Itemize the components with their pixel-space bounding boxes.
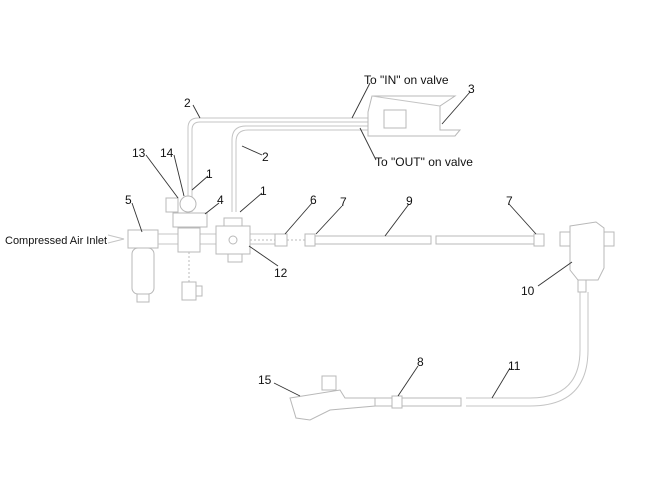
callout-13: 13 [132,146,146,160]
air-nozzle-body [559,221,615,293]
regulator [165,195,208,301]
callout-15: 15 [258,373,272,387]
note-to-out-valve: To "OUT" on valve [375,155,473,169]
leader-lines [131,82,573,399]
inlet-arrow-icon [107,234,125,244]
callout-8: 8 [417,355,424,369]
callout-10: 10 [521,284,535,298]
blow-gun [289,375,376,421]
callout-1: 1 [206,167,213,181]
callout-5: 5 [125,193,132,207]
callout-12: 12 [274,266,288,280]
air-tube-in [187,117,368,212]
note-to-in-valve: To "IN" on valve [364,73,449,87]
filter [127,229,159,303]
callout-1: 1 [260,184,267,198]
fitting [274,233,288,247]
solenoid-valve [215,217,251,263]
callout-7: 7 [340,195,347,209]
hose [314,235,535,245]
callout-9: 9 [406,194,413,208]
callout-4: 4 [217,193,224,207]
fitting [533,233,545,247]
fitting [304,233,316,247]
foot-valve [367,95,462,137]
note-compressed-air-inlet: Compressed Air Inlet [5,235,107,247]
callout-2: 2 [262,150,269,164]
callout-14: 14 [160,146,174,160]
return-hose [374,292,589,409]
callout-7: 7 [506,194,513,208]
callout-11: 11 [508,359,521,373]
callout-3: 3 [468,82,475,96]
callout-6: 6 [310,193,317,207]
callout-2: 2 [184,96,191,110]
air-tube-out [231,125,368,212]
